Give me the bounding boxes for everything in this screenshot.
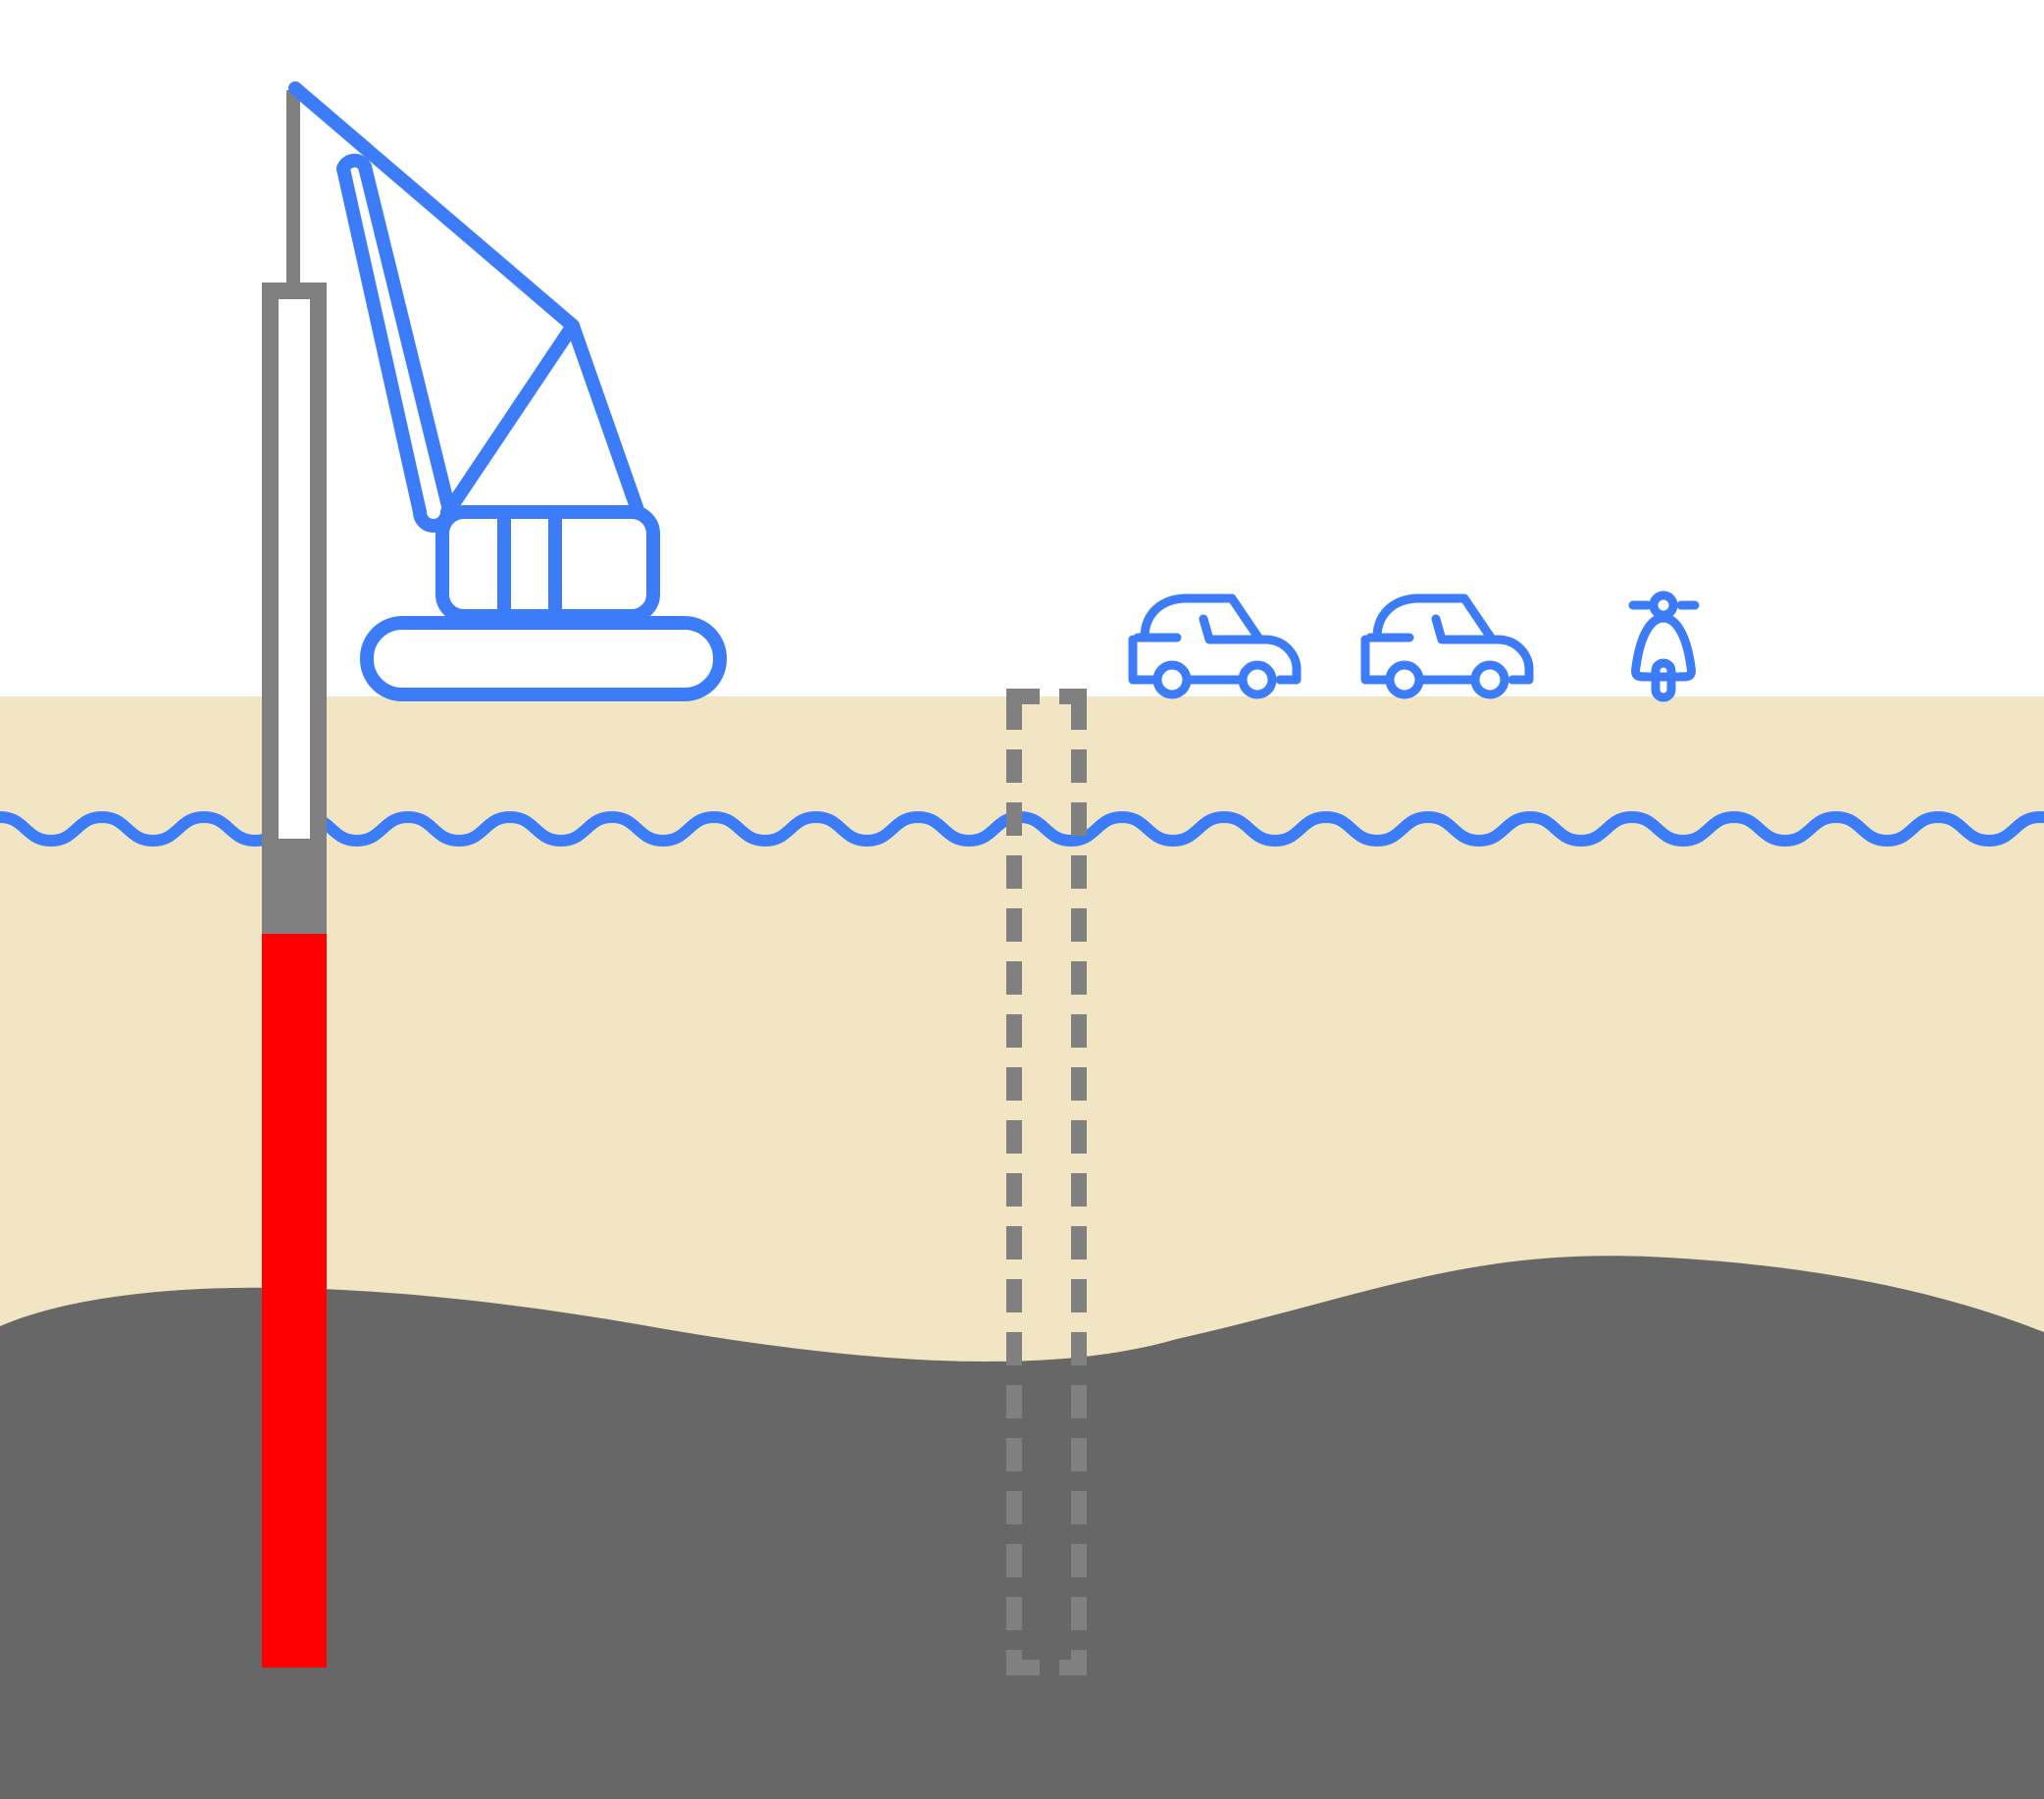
planned-pile-outline [1006,689,1087,1675]
pile-embedded-section [262,934,327,1668]
pile-core [279,299,310,839]
crane-icon [288,81,727,701]
scooter-icon [1628,591,1700,702]
groundwater-line [0,810,2044,848]
sky [0,0,2044,696]
crane-tracks [360,616,727,701]
bedrock-layer [0,1256,2044,1799]
driven-pile [262,90,327,1668]
leader-mast [286,90,300,284]
car-icon [1360,593,1534,699]
car-icon [1128,593,1302,699]
